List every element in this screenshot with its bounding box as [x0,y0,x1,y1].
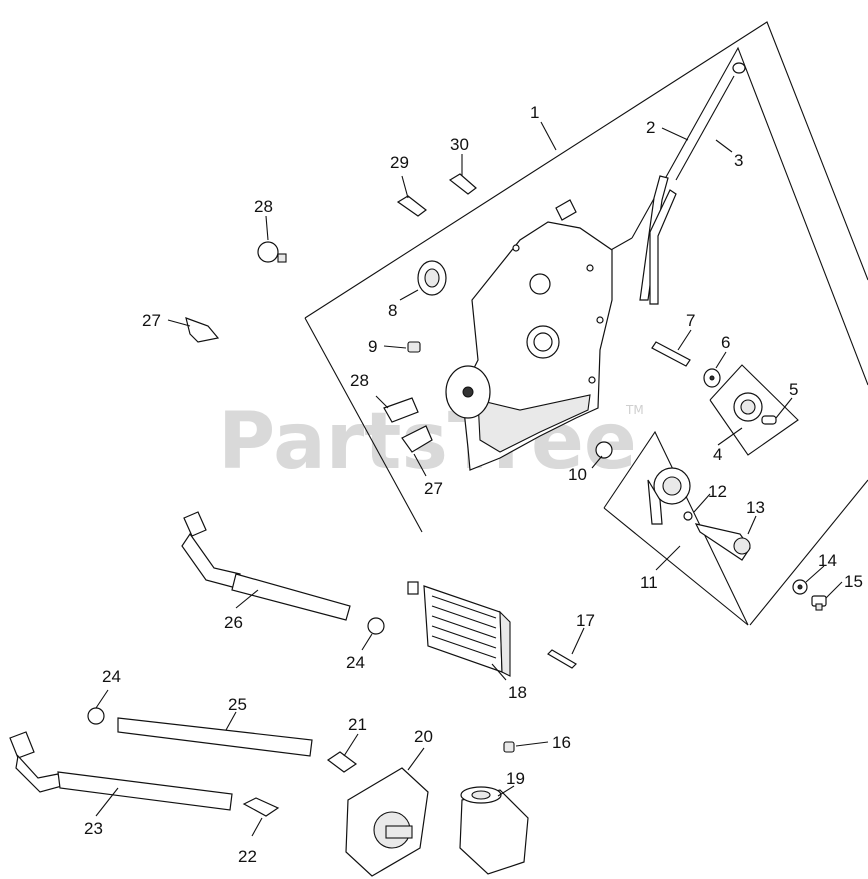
group-boundary-lines [304,21,868,626]
callout-27a: 27 [142,311,161,330]
part-26-hose-assembly [181,511,351,621]
callout-19: 19 [506,769,525,788]
callout-24b: 24 [346,653,365,672]
callout-24a: 24 [102,667,121,686]
part-11-oil-pump [647,467,691,525]
part-7-pin [651,341,691,367]
part-5-pin [761,415,777,425]
callout-27b: 27 [424,479,443,498]
part-24-clamp [87,617,385,725]
callout-1: 1 [530,103,539,122]
callout-2: 2 [646,118,655,137]
callout-13: 13 [746,498,765,517]
part-12-ball [683,511,693,521]
callout-29: 29 [390,153,409,172]
callout-7: 7 [686,311,695,330]
part-2-dipstick-tube [639,175,677,305]
callout-17: 17 [576,611,595,630]
callout-6: 6 [721,333,730,352]
callout-labels: 1 2 3 4 5 6 7 8 9 10 11 12 13 14 15 16 1… [84,103,863,866]
part-19-oil-filter [459,786,529,875]
part-6-washer [703,368,721,388]
callout-9: 9 [368,337,377,356]
part-3-dipstick [675,62,746,181]
part-28-sensor [257,241,419,423]
callout-28b: 28 [350,371,369,390]
callout-14: 14 [818,551,837,570]
part-18-oil-cooler [407,581,511,677]
callout-28a: 28 [254,197,273,216]
part-9-plug [407,341,421,353]
part-17-screw [547,649,577,669]
part-27-elbow-fitting [185,317,433,453]
part-29-screw [396,195,427,217]
callout-11: 11 [640,573,658,592]
callout-21: 21 [348,715,367,734]
callout-20: 20 [414,727,433,746]
callout-16: 16 [552,733,571,752]
part-22-fitting [242,797,280,817]
callout-18: 18 [508,683,527,702]
part-8-oil-seal [417,260,447,296]
part-16-fitting [503,741,515,753]
callout-25: 25 [228,695,247,714]
callout-4: 4 [713,445,722,464]
part-14-washer [792,579,808,595]
callout-22: 22 [238,847,257,866]
part-10-o-ring [595,441,613,459]
callout-10: 10 [568,465,587,484]
callout-3: 3 [734,151,743,170]
watermark-trademark: TM [625,403,644,417]
part-1-closure-plate [445,199,613,471]
callout-5: 5 [789,380,798,399]
leader-lines [95,121,843,837]
part-25-hose [117,717,313,757]
callout-12: 12 [708,482,727,501]
callout-15: 15 [844,572,863,591]
callout-23: 23 [84,819,103,838]
callout-30: 30 [450,135,469,154]
part-21-fitting [326,751,358,773]
part-15-screw [811,595,827,611]
part-13-relief-valve [694,523,751,561]
callout-26: 26 [224,613,243,632]
callout-8: 8 [388,301,397,320]
part-30-screw [448,173,477,195]
part-23-hose-assembly [9,731,233,811]
part-20-filter-adapter [345,767,429,877]
part-4-gear [733,392,763,422]
